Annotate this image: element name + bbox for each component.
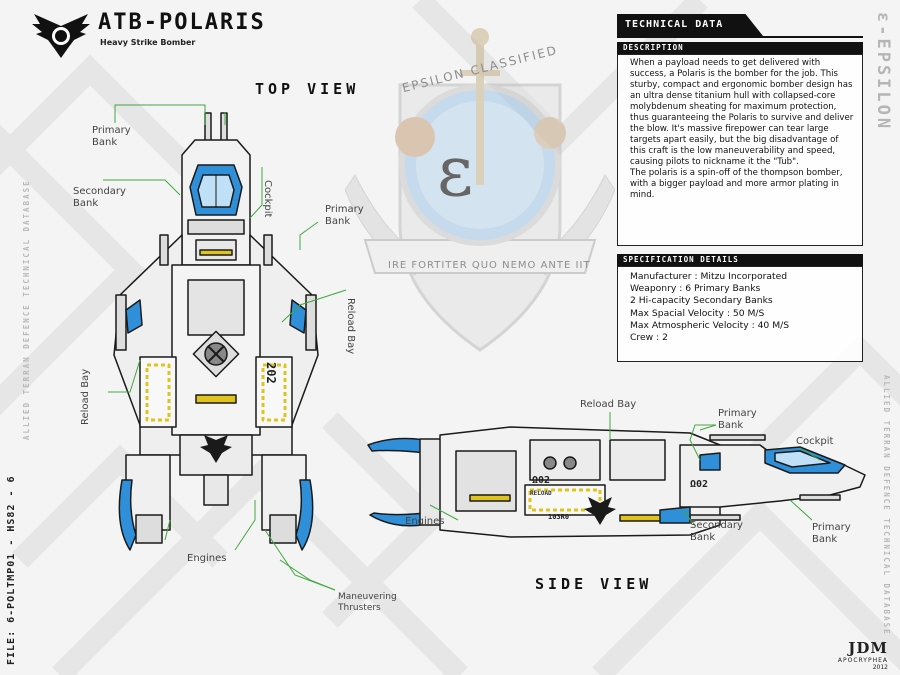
specification-label: SPECIFICATION DETAILS: [617, 254, 863, 266]
emblem-motto: IRE FORTITER QUO NEMO ANTE IIT: [388, 260, 591, 271]
signature-year: 2012: [872, 664, 888, 671]
side-label-primary-bank-1: Primary Bank: [718, 408, 757, 431]
technical-data-header: TECHNICAL DATA: [617, 14, 763, 36]
top-view-title: TOP VIEW: [255, 80, 360, 98]
side-hull-id-b: Ω02: [690, 479, 709, 490]
top-label-primary-bank-1: Primary Bank: [92, 125, 131, 148]
top-view-ship: [113, 112, 319, 551]
specification-list: Manufacturer : Mitzu Incorporated Weapon…: [618, 267, 862, 348]
top-label-maneuvering-thrusters: Maneuvering Thrusters: [338, 592, 397, 613]
spec-crew: Crew : 2: [630, 332, 668, 344]
description-paragraph-2: The polaris is a spin-off of the thompso…: [630, 168, 843, 200]
description-box: When a payload needs to get delivered wi…: [617, 54, 863, 246]
winged-emblem-logo: [32, 14, 90, 58]
specification-box: Manufacturer : Mitzu Incorporated Weapon…: [617, 266, 863, 362]
artist-signature: JDM APOCRYPHEA 2012: [838, 639, 888, 671]
emblem-epsilon-symbol: ε: [437, 130, 474, 212]
top-label-engines: Engines: [187, 553, 227, 564]
description-paragraph-1: When a payload needs to get delivered wi…: [630, 58, 854, 167]
signature-mark: JDM: [848, 639, 888, 657]
side-label-engines: Engines: [405, 516, 445, 527]
side-hull-serial: 103R0: [548, 513, 570, 521]
spec-secondary-banks: 2 Hi-capacity Secondary Banks: [630, 295, 773, 307]
spec-spacial-velocity: Max Spacial Velocity : 50 M/S: [630, 307, 765, 319]
side-view-title: SIDE VIEW: [535, 575, 653, 593]
description-label: DESCRIPTION: [617, 42, 863, 54]
technical-data-rule: [617, 36, 863, 38]
top-label-secondary-bank: Secondary Bank: [73, 186, 126, 209]
signature-name: APOCRYPHEA: [837, 657, 888, 664]
side-label-secondary-bank: Secondary Bank: [690, 520, 743, 543]
top-label-primary-bank-2: Primary Bank: [325, 204, 364, 227]
side-label-reload-bay: Reload Bay: [580, 399, 637, 410]
side-view-ship: [367, 426, 866, 538]
page-subtitle: Heavy Strike Bomber: [100, 38, 196, 47]
spec-atmospheric-velocity: Max Atmospheric Velocity : 40 M/S: [630, 319, 790, 331]
spec-weaponry: Weaponry : 6 Primary Banks: [630, 283, 761, 295]
spec-manufacturer: Manufacturer : Mitzu Incorporated: [630, 271, 788, 282]
page-title: ATB-POLARIS: [98, 10, 266, 35]
side-label-primary-bank-2: Primary Bank: [812, 522, 851, 545]
description-text: When a payload needs to get delivered wi…: [618, 55, 862, 203]
side-label-cockpit: Cockpit: [796, 436, 834, 447]
side-hull-reload-mark: RELOAD: [530, 490, 552, 497]
side-hull-id-a: Ω02: [532, 475, 551, 486]
epsilon-emblem: [345, 28, 615, 352]
